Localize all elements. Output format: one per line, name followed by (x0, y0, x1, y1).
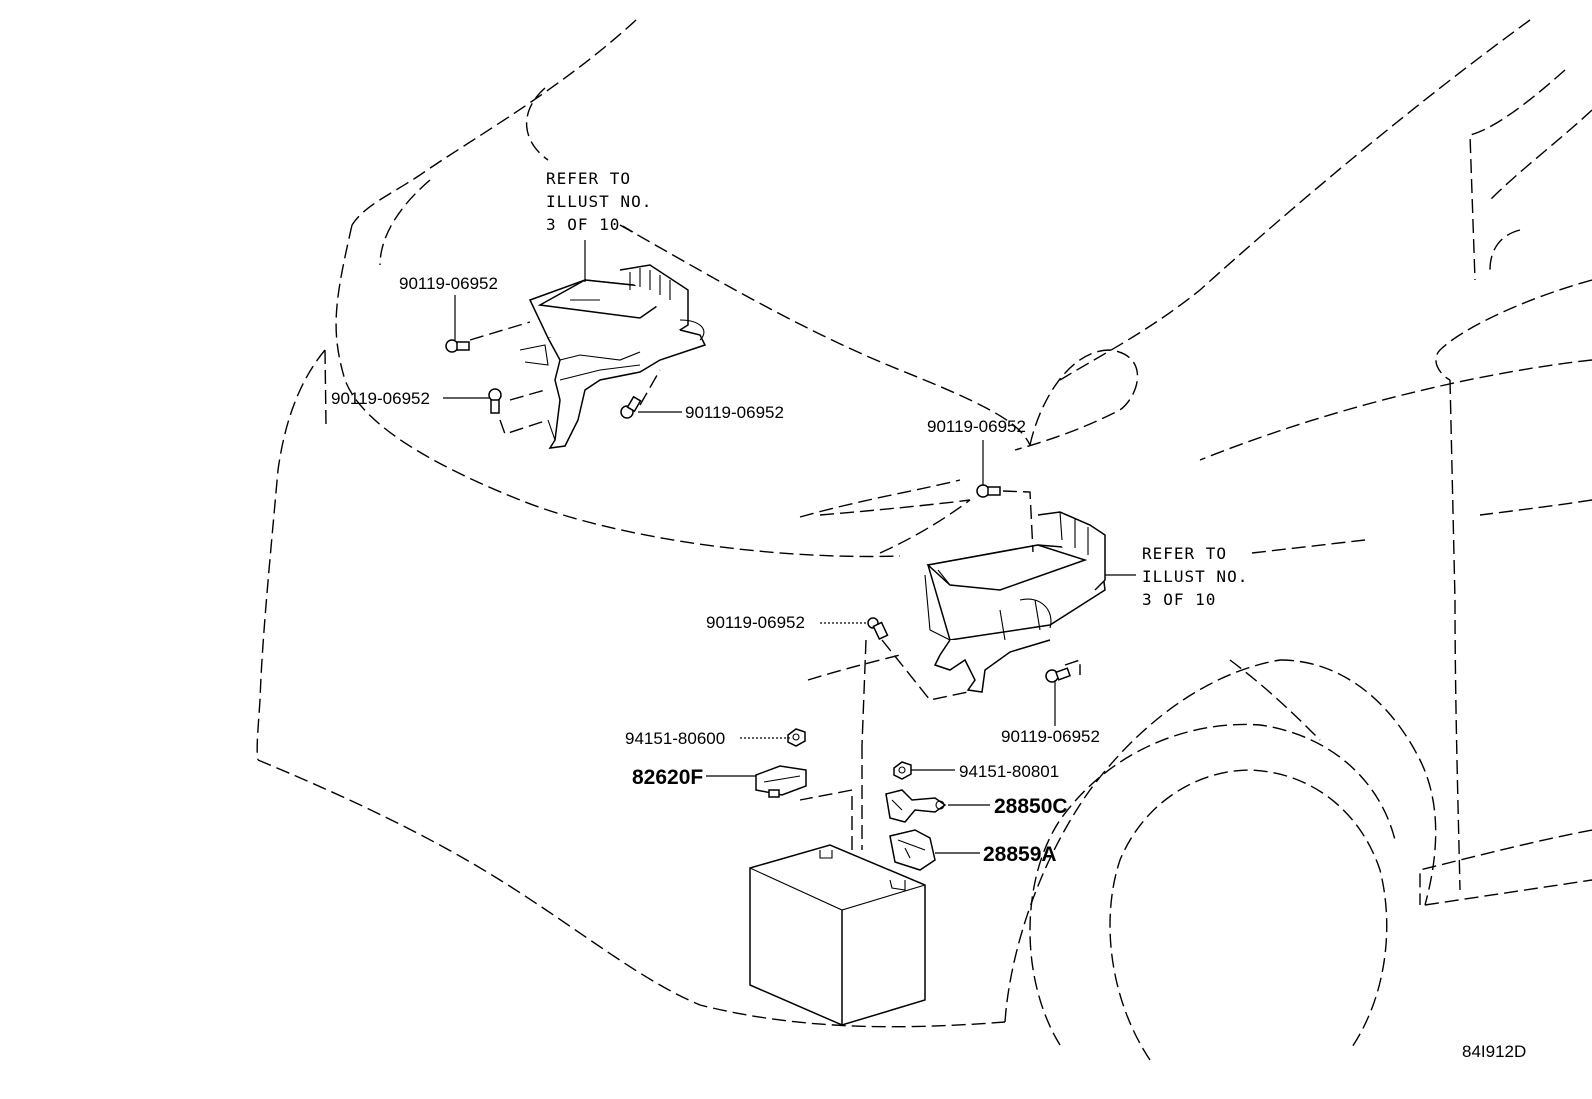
labels: REFER TO ILLUST NO. 3 OF 10 REFER TO ILL… (331, 169, 1526, 1061)
label-bolt-left: 90119-06952 (331, 389, 430, 408)
bolt-center-left (867, 617, 889, 641)
ref-upper-line2: ILLUST NO. (546, 192, 652, 211)
right-fuse-box (924, 511, 1106, 693)
leader-lines (443, 225, 1366, 854)
label-bolt-center-left: 90119-06952 (706, 613, 805, 632)
label-bolt-upper-right: 90119-06952 (685, 403, 784, 422)
battery (749, 844, 926, 1026)
bolt-upper-right (620, 395, 642, 419)
battery-clamp (755, 765, 807, 798)
label-bolt-center-top: 90119-06952 (927, 417, 1026, 436)
terminal-cover (889, 829, 936, 871)
nut-left (787, 728, 806, 747)
bolt-marks (445, 339, 1071, 683)
ref-right-line1: REFER TO (1142, 544, 1227, 563)
label-cover: 28859A (983, 843, 1057, 866)
label-bolt-right-lower: 90119-06952 (1001, 727, 1100, 746)
battery-terminal (885, 789, 947, 823)
bolt-left (488, 388, 502, 414)
ref-right-line2: ILLUST NO. (1142, 567, 1248, 586)
label-clamp: 82620F (632, 766, 703, 789)
label-nut-right: 94151-80801 (959, 762, 1059, 781)
ref-upper-line1: REFER TO (546, 169, 631, 188)
drawing-code: 84I912D (1462, 1042, 1526, 1061)
bolt-right-lower (1045, 667, 1071, 683)
bolt-upper-left (445, 339, 470, 353)
ref-upper-line3: 3 OF 10 (546, 215, 620, 234)
upper-relay-box (519, 264, 707, 449)
vehicle-outline (256, 19, 1592, 1061)
bolt-center-top (976, 484, 1001, 498)
ref-right-line3: 3 OF 10 (1142, 590, 1216, 609)
label-terminal: 28850C (994, 795, 1068, 818)
assembly-lines (469, 321, 1081, 850)
label-nut-left: 94151-80600 (625, 729, 725, 748)
nut-right (893, 761, 912, 780)
nut-marks (787, 728, 912, 780)
label-bolt-upper-left: 90119-06952 (399, 274, 498, 293)
